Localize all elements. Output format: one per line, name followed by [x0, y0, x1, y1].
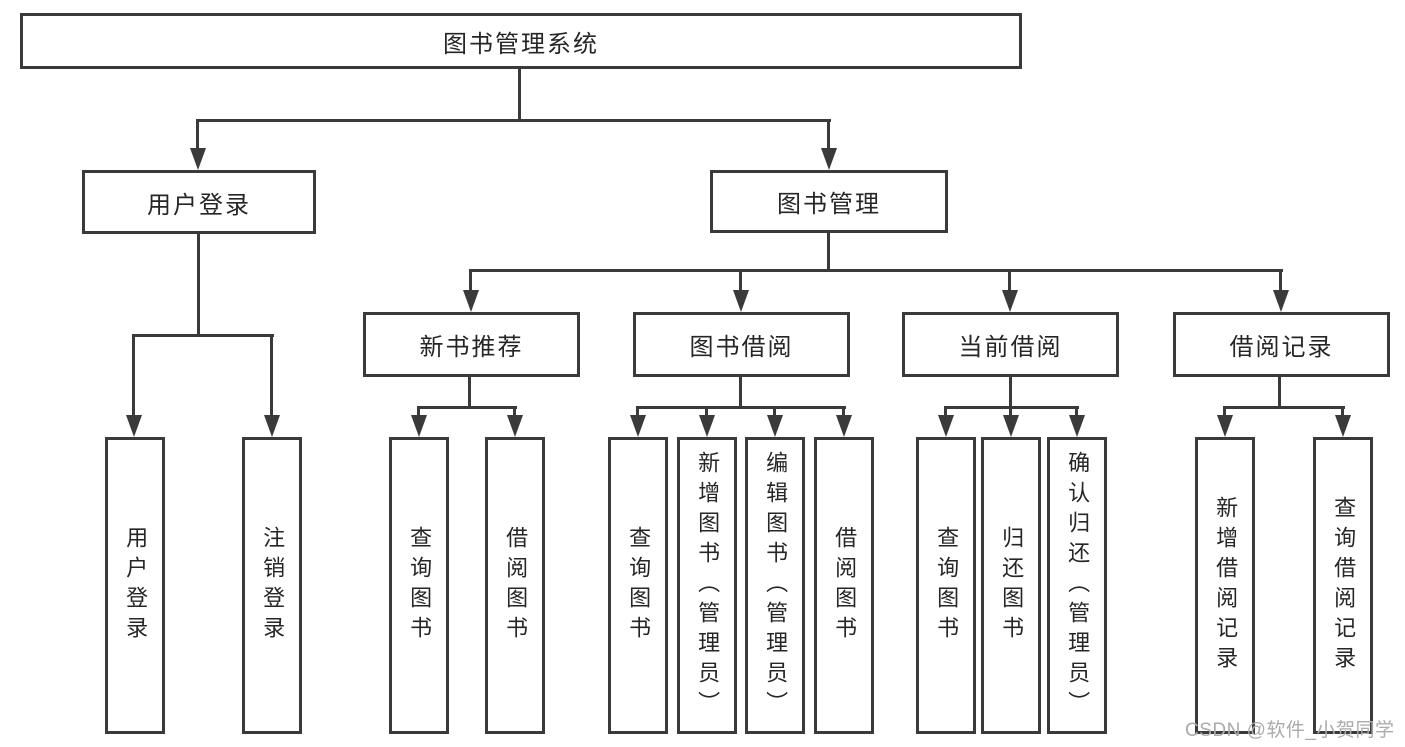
connector-line: [1075, 406, 1078, 418]
arrowhead-down-icon: [938, 415, 954, 437]
connector-line: [773, 406, 776, 418]
node-label: 借阅记录: [1229, 334, 1334, 361]
watermark-text: CSDN @软件_小贺同学: [1185, 720, 1395, 741]
connector-line: [739, 269, 742, 292]
node-label: 新增图书（管理员）: [695, 450, 721, 721]
leaf-query-books-borrowing: 查询图书: [608, 437, 668, 734]
arrowhead-down-icon: [1217, 415, 1233, 437]
connector-line: [1223, 406, 1345, 409]
connector-line: [270, 334, 273, 417]
node-book-management: 图书管理: [710, 170, 948, 233]
node-label: 当前借阅: [958, 334, 1063, 361]
connector-line: [944, 406, 947, 418]
arrowhead-down-icon: [630, 415, 646, 437]
arrowhead-down-icon: [699, 415, 715, 437]
connector-line: [827, 233, 830, 272]
connector-line: [196, 119, 199, 150]
connector-line: [132, 334, 135, 417]
node-current-borrowing: 当前借阅: [902, 312, 1119, 377]
connector-line: [1009, 406, 1012, 418]
leaf-add-book-admin: 新增图书（管理员）: [677, 437, 737, 734]
connector-line: [1279, 269, 1282, 292]
connector-line: [197, 233, 200, 337]
connector-line: [1009, 376, 1012, 409]
arrowhead-down-icon: [507, 415, 523, 437]
arrowhead-down-icon: [1273, 290, 1289, 312]
node-label: 图书借阅: [689, 334, 794, 361]
leaf-edit-book-admin: 编辑图书（管理员）: [745, 437, 805, 734]
leaf-borrow-books: 借阅图书: [814, 437, 874, 734]
node-label: 查询图书: [934, 525, 960, 646]
arrowhead-down-icon: [463, 290, 479, 312]
leaf-add-borrow-record: 新增借阅记录: [1195, 437, 1255, 734]
leaf-query-books-current: 查询图书: [916, 437, 976, 734]
node-label: 确认归还（管理员）: [1065, 450, 1091, 721]
arrowhead-down-icon: [264, 415, 280, 437]
arrowhead-down-icon: [1335, 415, 1351, 437]
connector-line: [842, 406, 845, 418]
node-label: 图书管理系统: [443, 30, 599, 58]
node-new-book-recommendation: 新书推荐: [363, 312, 580, 377]
connector-line: [705, 406, 708, 418]
node-label: 注销登录: [260, 525, 286, 646]
leaf-return-book: 归还图书: [981, 437, 1041, 734]
connector-line: [417, 406, 517, 409]
node-label: 编辑图书（管理员）: [763, 450, 789, 721]
connector-line: [417, 406, 420, 418]
node-label: 查询图书: [407, 525, 433, 646]
connector-line: [470, 269, 1283, 272]
node-label: 借阅图书: [503, 525, 529, 646]
connector-line: [1278, 376, 1281, 409]
arrowhead-down-icon: [821, 148, 837, 170]
node-user-login: 用户登录: [82, 170, 316, 234]
connector-line: [132, 334, 274, 337]
node-label: 归还图书: [999, 525, 1025, 646]
arrowhead-down-icon: [1069, 415, 1085, 437]
leaf-borrow-books-recommend: 借阅图书: [485, 437, 545, 734]
node-label: 新书推荐: [419, 334, 524, 361]
arrowhead-down-icon: [411, 415, 427, 437]
node-label: 图书管理: [777, 191, 881, 218]
connector-line: [636, 406, 639, 418]
node-library-management-system: 图书管理系统: [20, 13, 1022, 69]
connector-line: [1008, 269, 1011, 292]
arrowhead-down-icon: [767, 415, 783, 437]
connector-line: [513, 406, 516, 418]
node-label: 用户登录: [147, 191, 251, 219]
node-label: 借阅图书: [832, 525, 858, 646]
connector-line: [518, 69, 521, 122]
connector-line: [197, 119, 831, 122]
arrowhead-down-icon: [836, 415, 852, 437]
connector-line: [1223, 406, 1226, 418]
node-label: 查询图书: [626, 525, 652, 646]
arrowhead-down-icon: [733, 290, 749, 312]
leaf-confirm-return-admin: 确认归还（管理员）: [1047, 437, 1107, 734]
connector-line: [469, 269, 472, 292]
arrowhead-down-icon: [1003, 415, 1019, 437]
connector-line: [739, 376, 742, 409]
node-label: 用户登录: [123, 525, 149, 646]
arrowhead-down-icon: [1002, 290, 1018, 312]
node-label: 查询借阅记录: [1331, 495, 1357, 676]
leaf-logout: 注销登录: [242, 437, 302, 734]
node-book-borrowing: 图书借阅: [633, 312, 850, 377]
connector-line: [1341, 406, 1344, 418]
connector-line: [636, 406, 846, 409]
node-borrowing-records: 借阅记录: [1173, 312, 1390, 377]
leaf-user-login: 用户登录: [105, 437, 165, 734]
node-label: 新增借阅记录: [1213, 495, 1239, 676]
arrowhead-down-icon: [190, 148, 206, 170]
leaf-query-books-recommend: 查询图书: [389, 437, 449, 734]
arrowhead-down-icon: [126, 415, 142, 437]
leaf-query-borrow-record: 查询借阅记录: [1313, 437, 1373, 734]
connector-line: [827, 119, 830, 150]
connector-line: [468, 376, 471, 409]
